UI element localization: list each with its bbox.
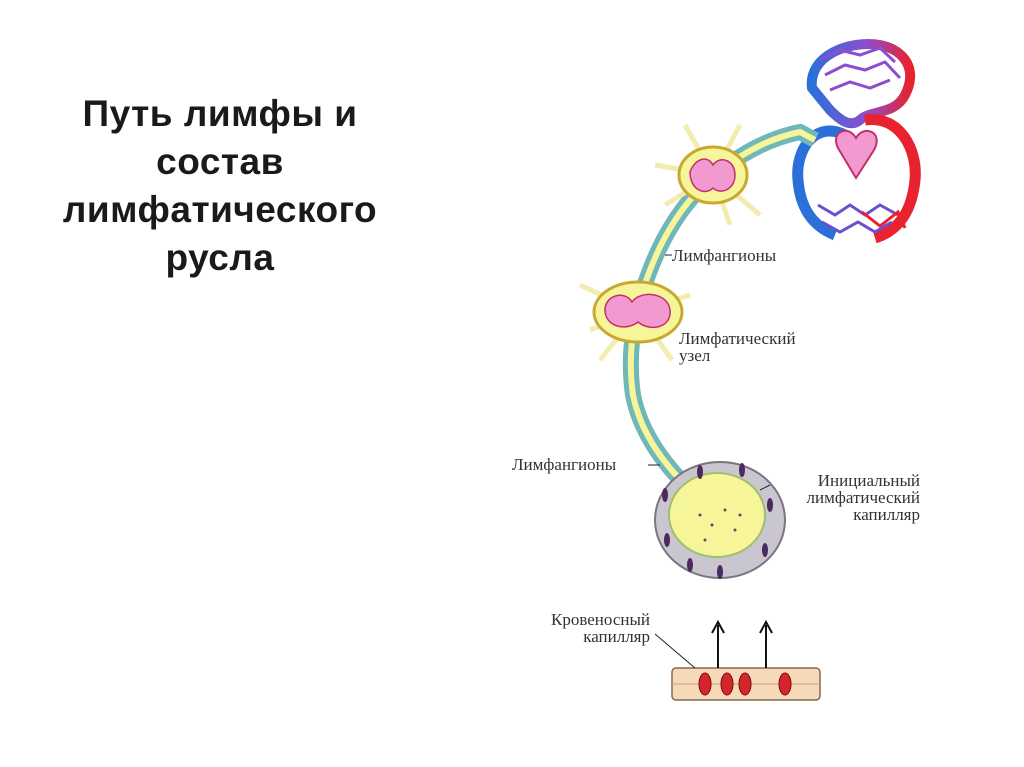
title-line-3: лимфатического <box>62 189 378 230</box>
blood-capillary <box>671 619 821 701</box>
label-pointers <box>648 254 771 669</box>
title-line-2: состав <box>156 141 284 182</box>
arterial-outflow <box>864 114 921 244</box>
slide-title: Путь лимфы и состав лимфатического русла <box>20 90 420 282</box>
systemic-net-red <box>861 209 907 229</box>
upper-lymph-node <box>654 123 762 226</box>
middle-lymph-node <box>578 280 691 362</box>
label-lymphangions-upper: Лимфангионы <box>672 246 777 265</box>
venous-return <box>792 125 848 241</box>
label-initial-lymphatic-capillary: Инициальный лимфатический капилляр <box>806 471 920 524</box>
circulation-heart-loop <box>792 39 921 244</box>
label-lymphangions-lower: Лимфангионы <box>512 455 617 474</box>
initial-lymphatic-capillary <box>654 461 786 579</box>
heart <box>835 129 878 180</box>
title-line-1: Путь лимфы и <box>82 93 358 134</box>
label-blood-capillary: Кровеносный капилляр <box>551 610 650 646</box>
pulmonary-net <box>819 46 902 92</box>
title-line-4: русла <box>165 237 275 278</box>
label-lymph-node: Лимфатический узел <box>679 329 796 365</box>
systemic-net <box>817 203 899 234</box>
